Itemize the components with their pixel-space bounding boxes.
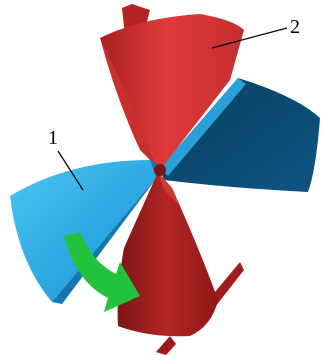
blue-blade-edge bbox=[52, 160, 164, 304]
blue-blade bbox=[10, 160, 156, 302]
callout-1-label: 1 bbox=[48, 127, 58, 149]
navy-blade bbox=[160, 78, 320, 192]
callout-2-leader bbox=[211, 27, 288, 49]
red-blade-top-shade bbox=[100, 38, 160, 170]
navy-blade-edge bbox=[160, 78, 246, 176]
red-blade-top bbox=[100, 14, 244, 170]
callout-1-leader bbox=[57, 150, 84, 191]
rotation-arrow-icon bbox=[64, 232, 140, 312]
red-blade-bottom-edge bbox=[158, 172, 180, 206]
callout-2-label: 2 bbox=[290, 16, 300, 38]
rotor-hub bbox=[154, 164, 166, 176]
red-blade-lower-tip bbox=[156, 336, 176, 355]
red-blade-bottom bbox=[117, 172, 218, 337]
